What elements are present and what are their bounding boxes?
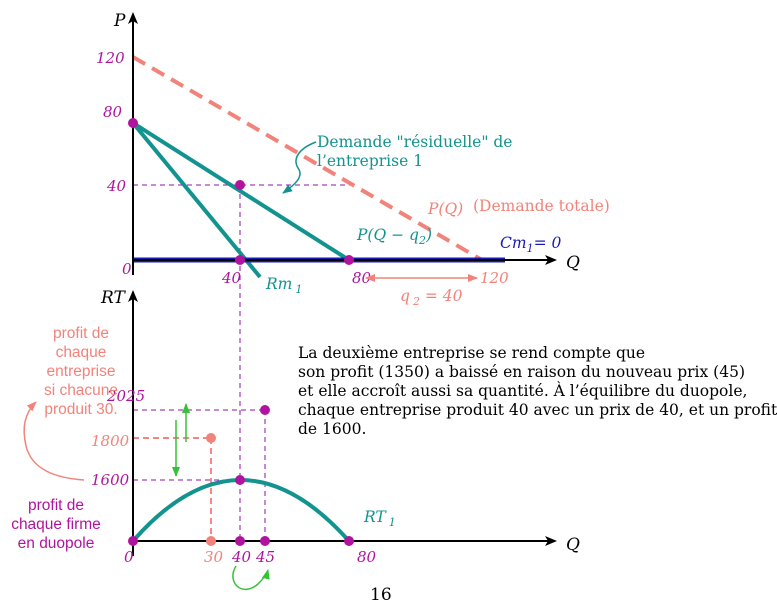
bottom-x-tick-45: 45 [255,548,275,566]
top-y-axis-label: P [113,11,126,31]
point-profit-2025 [260,405,270,415]
total-revenue-curve [131,478,351,543]
top-x-axis-label: Q [566,253,580,273]
point-x-45 [260,536,270,546]
bottom-x-axis-label: Q [566,535,580,555]
point-price-40 [235,180,245,190]
marginal-revenue-line [131,121,262,279]
top-x-tick-80: 80 [352,269,372,287]
bottom-x-tick-80: 80 [357,548,377,566]
top-x-tick-40: 40 [221,269,242,287]
point-x-40 [235,536,245,546]
top-y-tick-120: 120 [96,49,125,67]
profit-if-30-line: chaque [55,344,107,361]
bottom-y-tick-2025: 2025 [106,387,145,405]
point-profit-1600 [235,475,245,485]
total-demand-label: (Demande totale) [473,197,610,215]
page-number: 16 [370,585,392,600]
bottom-x-tick-40: 40 [231,548,252,566]
residual-label-arrow [282,141,317,194]
point-profit-1800 [206,433,216,443]
profit-if-30-line: si chacune [43,382,119,399]
top-x-tick-0: 0 [122,260,132,278]
profit-if-30-line: profit de [52,325,109,342]
duopoly-diagram: P Q 120 80 40 0 40 80 120 Demande "résid… [23,11,610,600]
bottom-y-axis-label: RT [100,288,127,308]
residual-demand-line [131,121,351,262]
explanation-text: La deuxième entreprise se rend compte qu… [298,344,777,439]
profit-if-30-line: entreprise [46,363,116,380]
total-demand-line [131,55,484,262]
explanation-line: de 1600. [298,420,367,438]
explanation-line: chaque entreprise produit 40 avec un pri… [298,401,777,419]
explanation-line: son profit (1350) a baissé en raison du … [298,363,745,381]
salmon-curved-arrow [23,401,85,481]
profit-duopoly-line: chaque firme [11,516,101,533]
profit-duopoly-line: en duopole [17,535,95,552]
point-q80 [344,255,354,265]
point-x-80 [344,536,354,546]
profit-duopoly-label: profit de chaque firme en duopole [0,496,112,553]
profit-if-30-label: profit de chaque entreprise si chacune p… [26,324,136,419]
top-y-tick-80: 80 [103,103,123,121]
bottom-x-tick-0: 0 [124,548,134,566]
total-demand-pq-label: P(Q) [427,200,463,218]
point-intercept-80 [128,118,138,128]
explanation-line: La deuxième entreprise se rend compte qu… [298,344,646,362]
point-origin-bottom [128,536,138,546]
top-y-tick-40: 40 [106,177,127,195]
marginal-cost-label: Cm1= 0 [500,234,561,255]
point-x-30 [206,536,216,546]
residual-demand-label-1: Demande "résiduelle" de [317,133,512,151]
bottom-y-tick-1600: 1600 [91,471,130,489]
point-q40 [235,255,245,265]
residual-formula-label: P(Q − q2) [356,226,432,247]
green-curved-arrow [232,565,270,591]
residual-demand-label-2: l’entreprise 1 [317,152,423,170]
explanation-line: et elle accroît aussi sa quantité. À l’é… [298,382,748,400]
profit-if-30-line: produit 30. [44,401,118,418]
profit-duopoly-line: profit de [27,497,84,514]
top-x-tick-120: 120 [480,269,509,287]
bottom-x-tick-30: 30 [204,548,224,566]
bottom-y-tick-1800: 1800 [91,432,130,450]
